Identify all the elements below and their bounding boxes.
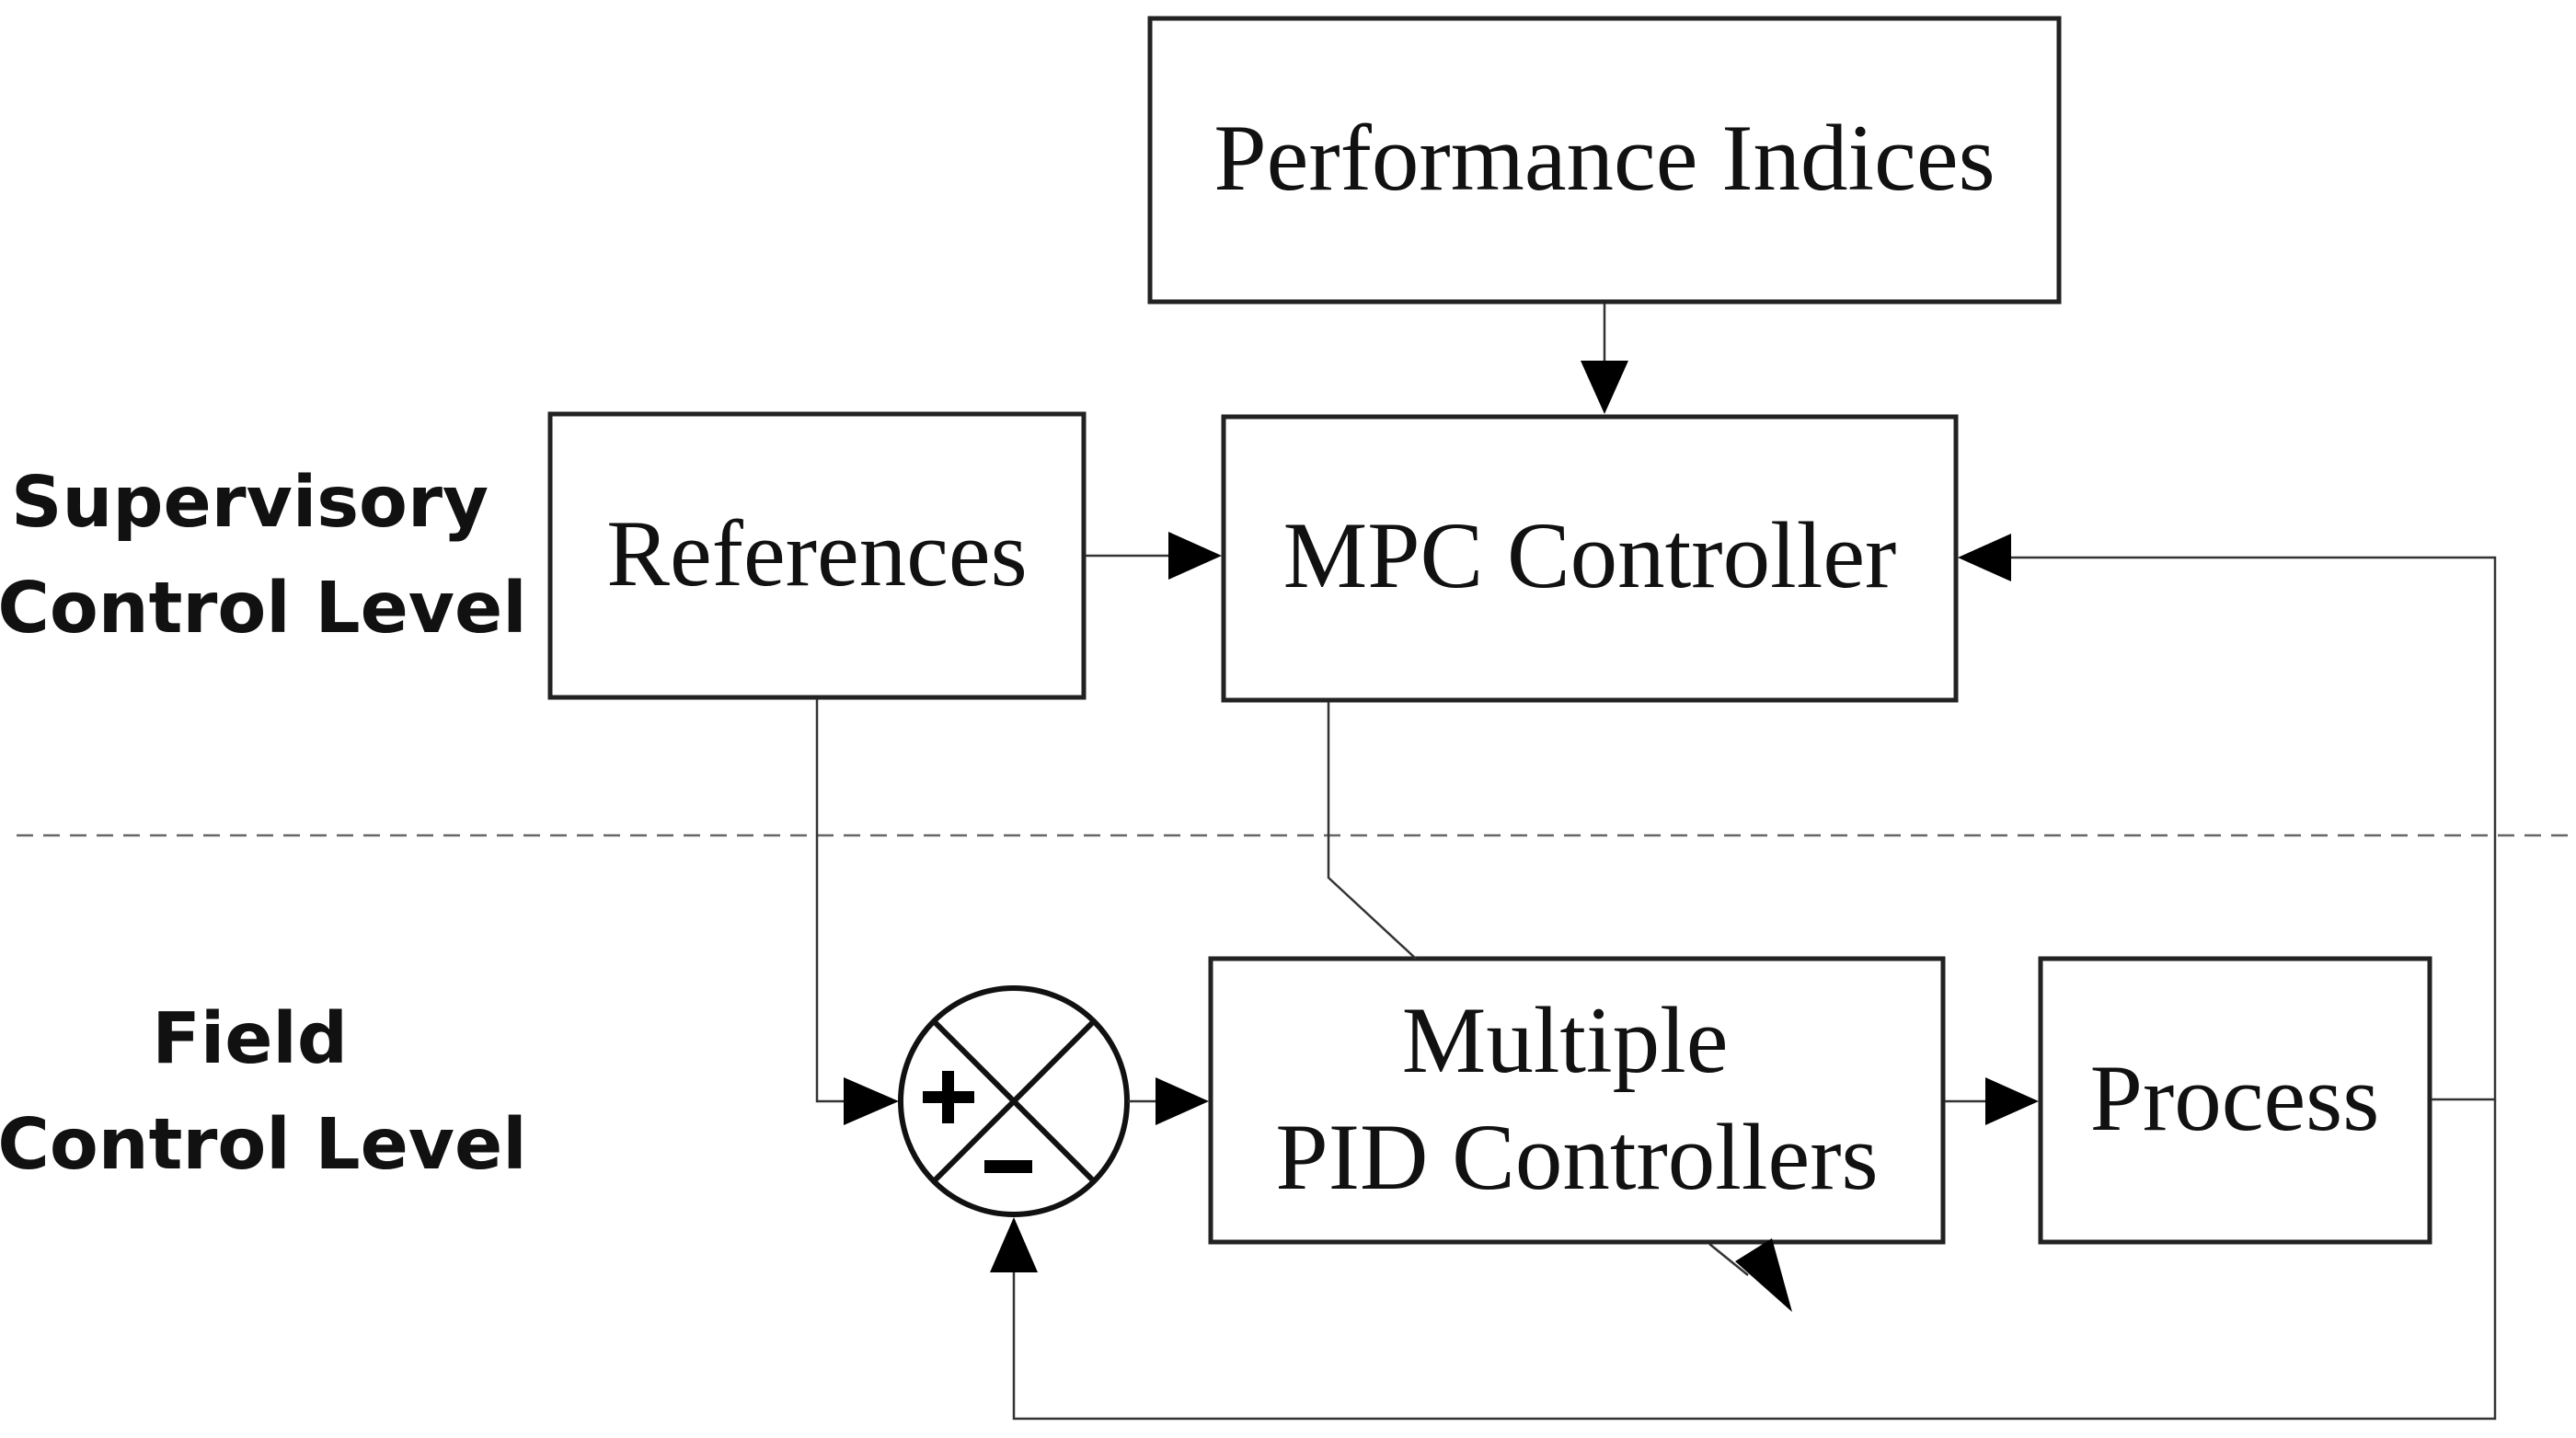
pid-label-line1: Multiple: [1402, 988, 1729, 1093]
wire-pid-output-branch: [1708, 1243, 1749, 1276]
references-label: References: [606, 501, 1027, 606]
arrow-into-pid: [1156, 1077, 1209, 1125]
wire-mpc-to-pid: [1327, 702, 1417, 960]
wire-feedback-to-junction: [1012, 1099, 2497, 1421]
field-label-line1: Field: [152, 998, 348, 1080]
arrow-into-junction-bottom: [990, 1217, 1038, 1272]
arrow-into-junction-left: [844, 1077, 899, 1125]
arrow-into-mpc-top: [1581, 361, 1628, 414]
pid-controllers-block: [1208, 956, 1946, 1245]
field-label-line2: Control Level: [0, 1104, 527, 1186]
process-label: Process: [2090, 1046, 2380, 1151]
field-level-label: Field Control Level: [0, 998, 527, 1186]
plus-sign-vertical: [942, 1071, 954, 1123]
pid-controllers-label: Multiple PID Controllers: [1275, 988, 1878, 1210]
references-block: [547, 411, 1087, 700]
supervisory-level-label: Supervisory Control Level: [0, 462, 527, 650]
performance-indices-block: [1147, 16, 2062, 305]
arrow-into-mpc-right: [1958, 534, 2011, 581]
arrow-pid-output-branch: [1735, 1238, 1792, 1312]
pid-label-line2: PID Controllers: [1275, 1105, 1878, 1210]
minus-sign: [984, 1160, 1032, 1173]
arrow-into-mpc-left: [1168, 532, 1222, 580]
summing-junction: [898, 985, 1130, 1217]
wire-references-to-junction: [815, 699, 844, 1103]
process-block: [2038, 956, 2432, 1245]
performance-indices-label: Performance Indices: [1213, 106, 1995, 211]
supervisory-label-line2: Control Level: [0, 568, 527, 650]
mpc-controller-label: MPC Controller: [1283, 503, 1897, 608]
summing-junction-cross-b: [931, 1018, 1097, 1184]
wire-process-output-feedback: [2011, 556, 2497, 1101]
supervisory-label-line1: Supervisory: [11, 462, 489, 544]
mpc-controller-block: [1221, 414, 1959, 703]
arrow-into-process: [1985, 1077, 2039, 1125]
